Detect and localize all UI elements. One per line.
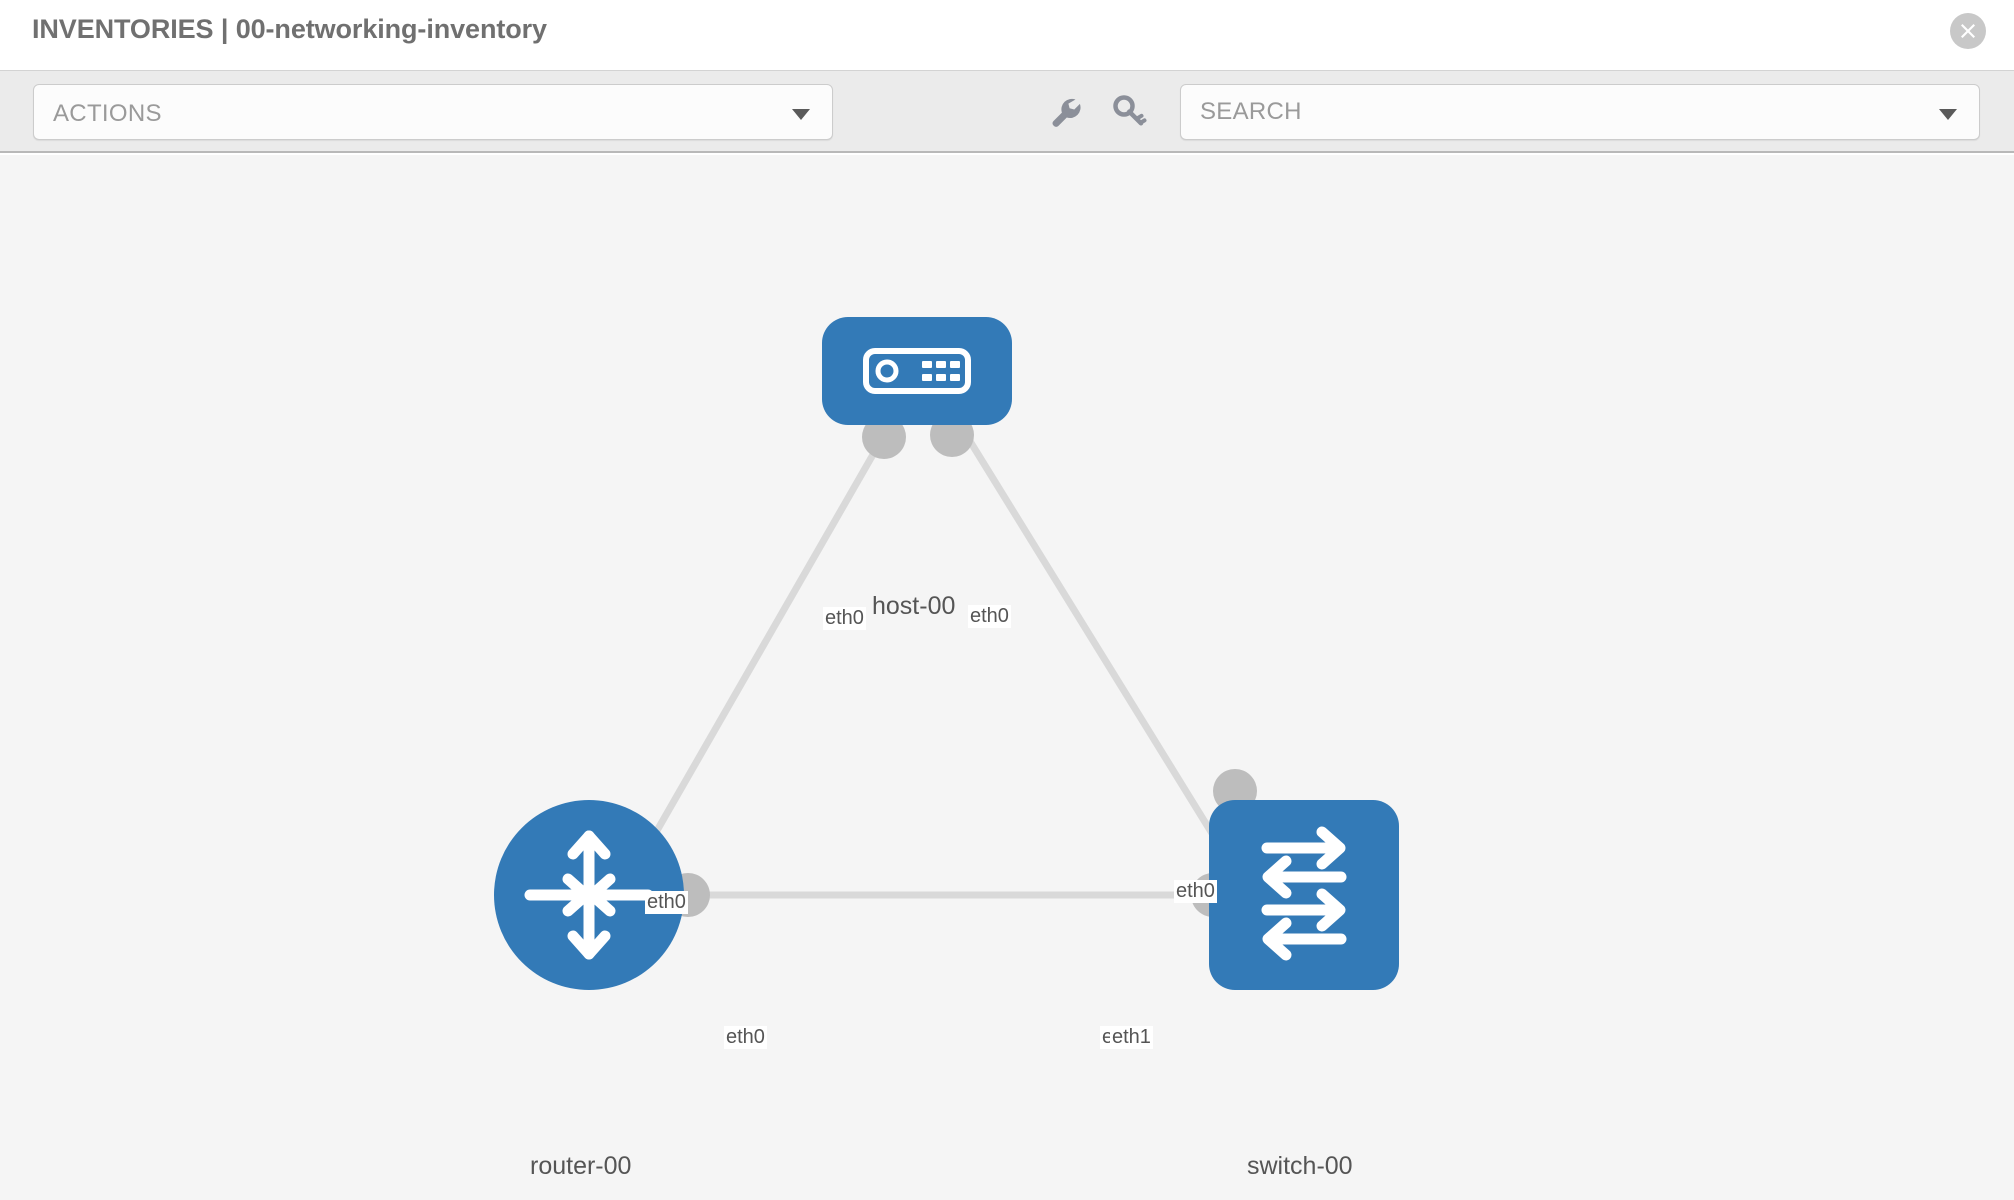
topology-links: [616, 413, 1257, 917]
port-label-router-up: eth0: [645, 891, 688, 914]
key-button[interactable]: [1110, 93, 1148, 131]
chevron-down-icon[interactable]: [1939, 109, 1957, 120]
wrench-button[interactable]: [1046, 93, 1084, 131]
node-label-switch-00: switch-00: [1244, 1152, 1356, 1181]
page-header: INVENTORIES | 00-networking-inventory: [0, 0, 2014, 70]
link-host-switch: [957, 423, 1253, 897]
actions-dropdown[interactable]: ACTIONS: [33, 84, 833, 140]
toolbar: ACTIONS: [0, 70, 2014, 153]
node-label-host-00: host-00: [869, 592, 959, 621]
search-field[interactable]: [1180, 84, 1980, 140]
port-label-host-left: eth0: [823, 607, 866, 630]
node-router-00[interactable]: [494, 800, 684, 990]
link-host-router: [616, 423, 894, 897]
actions-dropdown-label: ACTIONS: [53, 100, 162, 127]
endpoint-host-left: [862, 415, 906, 459]
port-label-switch-left: eth1: [1110, 1026, 1153, 1049]
search-input[interactable]: [1200, 85, 1900, 139]
port-label-router-right: eth0: [724, 1026, 767, 1049]
wrench-icon: [1052, 98, 1081, 127]
node-label-router-00: router-00: [527, 1152, 635, 1181]
node-host-00[interactable]: [822, 317, 1012, 425]
port-label-switch-up: eth0: [1174, 880, 1217, 903]
port-label-host-right: eth0: [968, 605, 1011, 628]
server-icon: [863, 348, 971, 394]
page-title: INVENTORIES | 00-networking-inventory: [32, 14, 547, 44]
router-arrows-icon: [524, 830, 654, 960]
key-icon: [1113, 95, 1147, 126]
node-switch-00[interactable]: [1209, 800, 1399, 990]
chevron-down-icon: [792, 109, 810, 120]
switch-arrows-icon: [1261, 826, 1347, 961]
close-button[interactable]: [1950, 13, 1986, 49]
close-icon: [1961, 24, 1975, 38]
topology-canvas[interactable]: host-00 router-00 switch-00 eth0 eth0 et…: [0, 155, 2014, 1200]
